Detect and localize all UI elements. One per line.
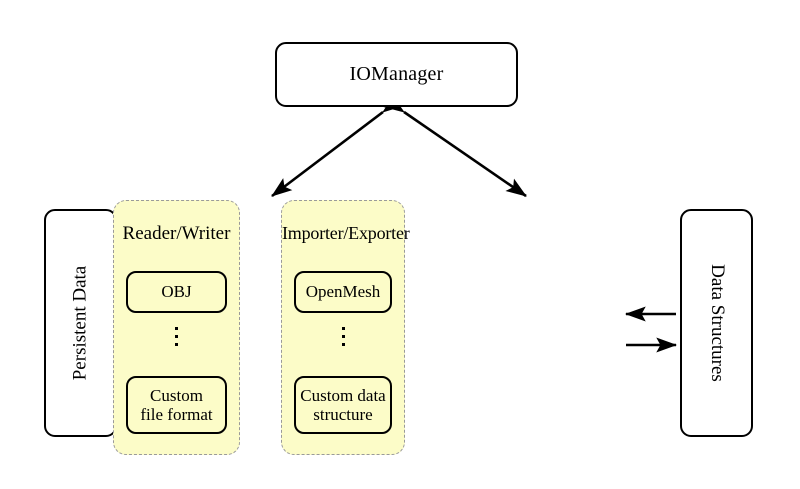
reader-writer-item-obj[interactable]: OBJ (126, 271, 227, 313)
reader-writer-item-custom-file-format-label: Custom file format (140, 386, 212, 424)
importer-exporter-item-custom-data-structure-label: Custom data structure (300, 386, 385, 424)
custom-file-format-line1: Custom (150, 385, 203, 405)
importer-exporter-group[interactable]: Importer/Exporter OpenMesh Custom data s… (281, 200, 410, 455)
custom-data-structure-line1: Custom data (300, 385, 386, 405)
custom-file-format-line2: file format (140, 405, 213, 424)
importer-exporter-group-title: Importer/Exporter (282, 223, 410, 243)
reader-writer-group[interactable]: Reader/Writer OBJ Custom file format (113, 200, 240, 455)
persistent-data-node[interactable]: Persistent Data (44, 209, 117, 437)
iomanager-label: IOManager (349, 63, 444, 85)
importer-exporter-item-openmesh[interactable]: OpenMesh (294, 271, 392, 313)
reader-writer-group-title: Reader/Writer (122, 223, 231, 244)
persistent-data-label: Persistent Data (69, 265, 91, 381)
data-structures-label: Data Structures (706, 264, 728, 382)
importer-exporter-item-openmesh-label: OpenMesh (305, 282, 381, 302)
data-structures-node[interactable]: Data Structures (680, 209, 753, 437)
arrow-iomanager-reader-writer (271, 94, 404, 198)
reader-writer-item-custom-file-format[interactable]: Custom file format (126, 376, 227, 434)
iomanager-node[interactable]: IOManager (275, 42, 518, 107)
importer-exporter-item-custom-data-structure[interactable]: Custom data structure (294, 376, 392, 434)
arrow-iomanager-importer-exporter (383, 94, 527, 198)
reader-writer-item-obj-label: OBJ (161, 282, 192, 302)
custom-data-structure-line2: structure (313, 405, 373, 424)
reader-writer-ellipsis-icon (114, 327, 239, 346)
importer-exporter-ellipsis-icon (282, 327, 404, 346)
